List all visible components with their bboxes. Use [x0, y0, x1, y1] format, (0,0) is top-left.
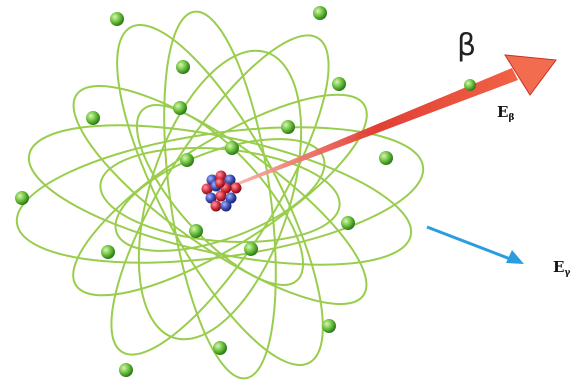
electron [110, 12, 124, 26]
orbit-5 [72, 93, 368, 297]
electron [189, 224, 203, 238]
electron [341, 216, 355, 230]
electron [244, 242, 258, 256]
gamma-ray-line [426, 225, 514, 262]
beta-label: β [457, 28, 477, 63]
nucleus-icon [201, 170, 242, 212]
beta-energy-subscript: β [508, 113, 515, 123]
beta-energy-letter: E [497, 103, 509, 121]
orbit-9 [99, 146, 341, 244]
gamma-energy-label: Eγ [553, 258, 570, 278]
orbit-10 [114, 138, 326, 252]
electron [281, 120, 295, 134]
electron [180, 153, 194, 167]
gamma-energy-letter: E [553, 258, 565, 276]
orbit-3 [110, 34, 330, 356]
electron [173, 101, 187, 115]
orbits [15, 10, 425, 380]
beta-ray-beam [236, 68, 518, 186]
beta-particle-icon [464, 79, 476, 91]
electron [322, 319, 336, 333]
electron [313, 6, 327, 20]
electron [119, 363, 133, 377]
gamma-energy-subscript: γ [564, 268, 571, 278]
orbit-2 [27, 124, 413, 266]
beta-energy-label: Eβ [497, 103, 514, 123]
electron [176, 60, 190, 74]
electron [225, 141, 239, 155]
electron [213, 341, 227, 355]
gamma-ray [426, 225, 524, 264]
beta-arrow-head-icon [504, 54, 557, 96]
electron [332, 77, 346, 91]
electron [379, 151, 393, 165]
electron [15, 191, 29, 205]
electron [86, 111, 100, 125]
orbit-11 [135, 104, 305, 286]
electron [101, 245, 115, 259]
electrons [15, 6, 393, 377]
gamma-arrow-head-icon [506, 250, 524, 264]
beta-ray [236, 54, 557, 186]
